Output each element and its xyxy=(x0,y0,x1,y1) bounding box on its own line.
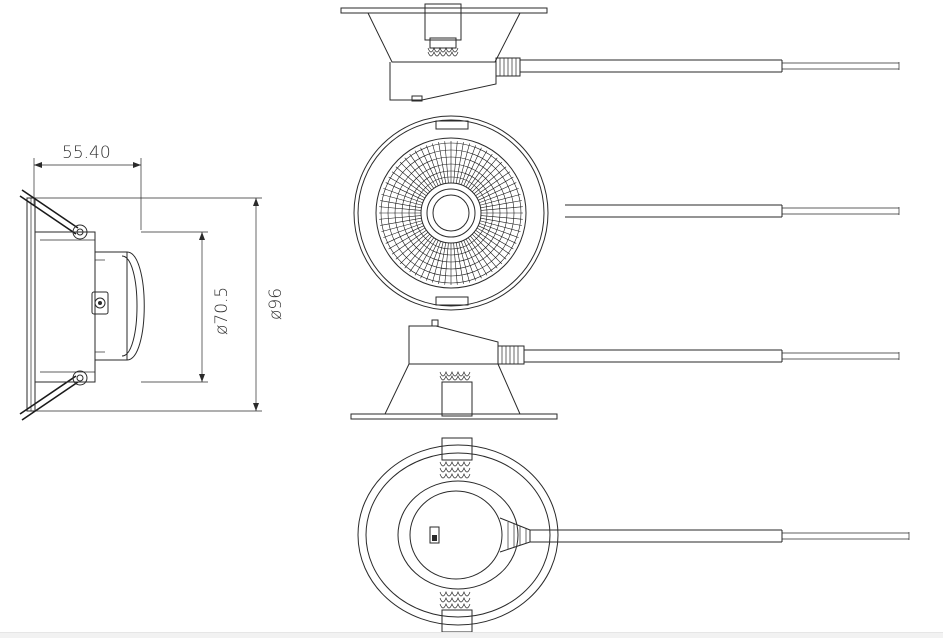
reflector-spoke xyxy=(414,238,437,276)
spring-coil-top xyxy=(427,47,459,57)
reflector-spoke xyxy=(479,220,521,232)
reflector-spoke xyxy=(453,242,458,285)
reflector-spoke xyxy=(395,166,429,194)
reflector-spoke xyxy=(455,142,464,184)
reflector-spoke xyxy=(395,232,429,260)
reflector-spoke xyxy=(467,153,493,189)
reflector-spoke xyxy=(426,145,442,185)
reflector-spoke xyxy=(467,237,493,273)
reflector-spoke xyxy=(388,176,426,199)
reflector-spoke xyxy=(478,182,517,201)
reflector-spoke xyxy=(475,229,511,255)
reflector-spoke xyxy=(479,188,519,204)
reflector-spoke xyxy=(471,161,503,193)
reflector-spoke xyxy=(381,220,423,232)
reflector-spoke xyxy=(473,232,507,260)
outer-dimension: ø96 xyxy=(35,197,286,412)
reflector-spoke xyxy=(380,200,422,209)
bottom-strip xyxy=(0,632,943,638)
reflector-spoke xyxy=(480,200,522,209)
reflector-spoke xyxy=(432,241,444,283)
reflector-spoke xyxy=(479,222,519,238)
reflector-spoke xyxy=(383,222,423,238)
reflector-spoke xyxy=(399,161,431,193)
reflector-spoke xyxy=(476,227,514,250)
reflector-spoke xyxy=(465,150,488,188)
reflector-spoke xyxy=(381,194,423,206)
reflector-spoke xyxy=(444,141,449,184)
reflector-spoke xyxy=(478,225,517,244)
spring-coil-mid xyxy=(439,371,471,381)
reflector-spoke xyxy=(409,153,435,189)
reflector-spoke xyxy=(458,143,470,185)
reflector-spoke xyxy=(409,237,435,273)
reflector-spoke xyxy=(476,176,514,199)
reflector-spoke xyxy=(455,242,464,284)
reflector-spoke xyxy=(470,235,498,269)
reflector-spoke xyxy=(480,215,523,220)
reflector-spoke xyxy=(404,235,432,269)
reflector-spoke xyxy=(380,217,422,226)
reflector-spoke xyxy=(432,143,444,185)
rear-view xyxy=(357,437,910,633)
reflector-spoke xyxy=(458,241,470,283)
reflector-spoke xyxy=(475,171,511,197)
front-view xyxy=(353,115,900,311)
reflector-spoke xyxy=(383,188,423,204)
reflector-spoke xyxy=(438,242,447,284)
reflector-spoke xyxy=(463,240,482,279)
reflector-spoke xyxy=(444,242,449,285)
reflector-spoke xyxy=(463,147,482,186)
depth-dimension: 55.40 xyxy=(33,143,142,230)
reflector-spoke xyxy=(379,206,422,211)
reflector-spoke xyxy=(388,227,426,250)
reflector-spoke xyxy=(385,182,424,201)
reflector-spoke xyxy=(473,166,507,194)
reflector-spoke xyxy=(465,238,488,276)
reflector-spoke xyxy=(460,145,476,185)
spring-coil-rear-top xyxy=(439,461,471,479)
reflector-spoke xyxy=(404,157,432,191)
reflector-grid xyxy=(379,141,523,285)
reflector-spoke xyxy=(391,229,427,255)
reflector-spoke xyxy=(414,150,437,188)
reflector-spoke xyxy=(453,141,458,184)
side-view-top xyxy=(340,3,900,102)
dimensioned-side-view: 55.40 ø70.5 xyxy=(19,143,286,421)
depth-label: 55.40 xyxy=(62,143,111,163)
reflector-spoke xyxy=(391,171,427,197)
cutout-dimension: ø70.5 xyxy=(141,231,232,383)
reflector-spoke xyxy=(471,233,503,265)
reflector-spoke xyxy=(479,194,521,206)
reflector-spoke xyxy=(438,142,447,184)
reflector-spoke xyxy=(480,206,523,211)
reflector-spoke xyxy=(420,147,439,186)
reflector-spoke xyxy=(399,233,431,265)
side-view-inverted xyxy=(350,319,900,420)
reflector-spoke xyxy=(460,241,476,281)
reflector-spoke xyxy=(480,217,522,226)
reflector-spoke xyxy=(379,215,422,220)
reflector-spoke xyxy=(426,241,442,281)
outer-label: ø96 xyxy=(266,288,286,320)
cutout-label: ø70.5 xyxy=(212,287,232,335)
spring-coil-rear-bottom xyxy=(439,591,471,609)
reflector-spoke xyxy=(470,157,498,191)
reflector-spoke xyxy=(385,225,424,244)
reflector-spoke xyxy=(420,240,439,279)
